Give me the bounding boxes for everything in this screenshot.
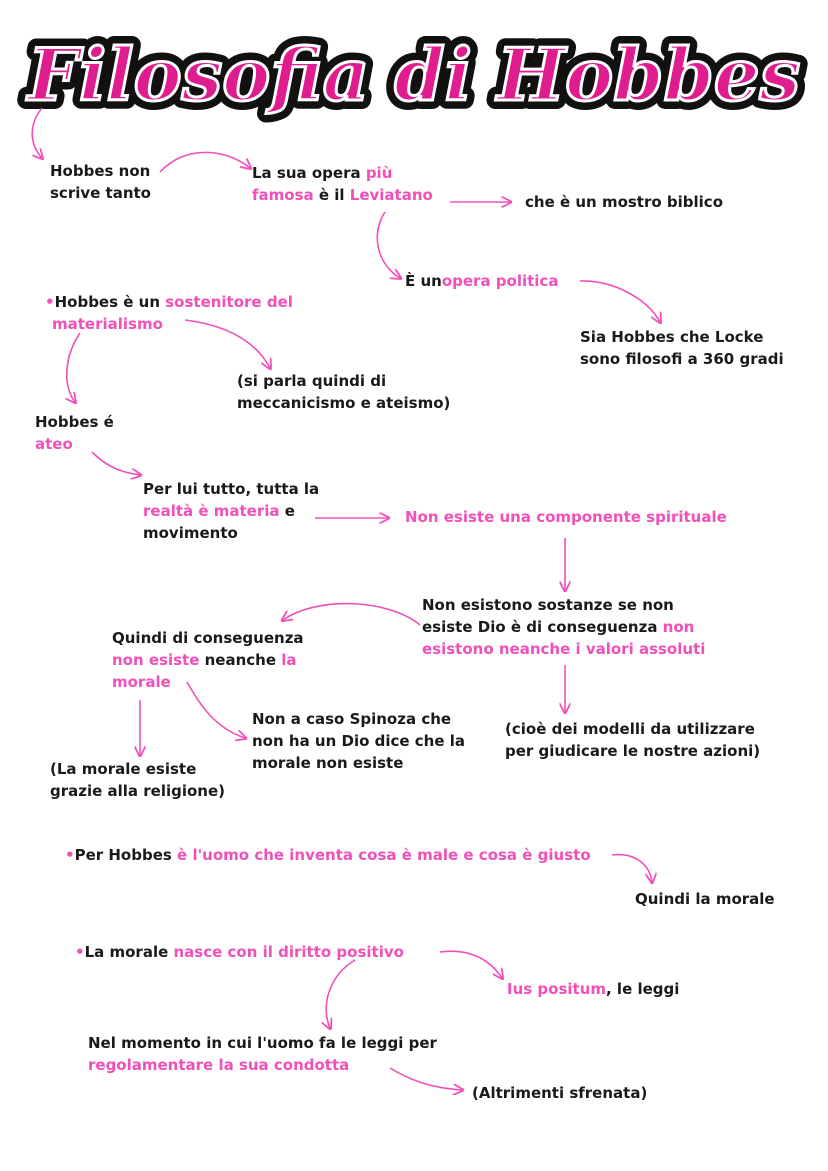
arrow-n6-to-n8: [67, 332, 81, 402]
note-quindi-morale: Quindi la morale: [635, 890, 775, 908]
arrow-n1-to-n2: [159, 151, 250, 173]
note-mostro-biblico: che è un mostro biblico: [525, 193, 723, 211]
note-regolamentare: Nel momento in cui l'uomo fa le leggi pe…: [88, 1034, 437, 1074]
note-sfrenata: (Altrimenti sfrenata): [472, 1084, 648, 1102]
bullet-icon: •: [75, 943, 85, 961]
note-valori-assoluti: Non esistono sostanze se non esiste Dio …: [422, 596, 706, 658]
note-opera-politica: È unopera politica: [405, 272, 559, 290]
note-modelli: (cioè dei modelli da utilizzare per giud…: [505, 720, 761, 760]
arrow-n4-to-n5: [579, 280, 660, 322]
arrow-n18-to-n19: [439, 950, 502, 978]
arrow-n16-to-n17: [611, 853, 652, 882]
bullet-icon: •: [45, 293, 55, 311]
note-non-esiste-morale: Quindi di conseguenza non esiste neanche…: [112, 629, 304, 691]
note-ateo: Hobbes é ateo: [35, 413, 114, 453]
note-meccanicismo: (si parla quindi di meccanicismo e ateis…: [237, 372, 451, 412]
title-text: Filosofia di Hobbes: [26, 32, 800, 117]
note-diritto-positivo: •La morale nasce con il diritto positivo: [75, 943, 404, 961]
note-ius-positum: Ius positum, le leggi: [507, 980, 680, 998]
arrow-n8-to-n9: [91, 451, 140, 475]
title-outline: Filosofia di Hobbes: [26, 32, 800, 117]
arrow-n2-to-n4: [376, 211, 400, 278]
arrow-n18-to-n20: [326, 959, 356, 1028]
note-spinoza: Non a caso Spinoza che non ha un Dio dic…: [252, 710, 466, 772]
note-materialismo: •Hobbes è un sostenitore del materialism…: [45, 293, 293, 333]
note-opera-famosa: La sua opera più famosa è il Leviatano: [252, 164, 433, 204]
note-religione: (La morale esiste grazie alla religione): [50, 760, 226, 800]
note-hobbes-locke: Sia Hobbes che Locke sono filosofi a 360…: [580, 328, 784, 368]
note-uomo-inventa: •Per Hobbes è l'uomo che inventa cosa è …: [65, 846, 591, 864]
note-realta-materia: Per lui tutto, tutta la realtà è materia…: [143, 480, 320, 542]
page-title: Filosofia di Hobbes Filosofia di Hobbes: [17, 23, 809, 126]
note-hobbes-non-scrive: Hobbes non scrive tanto: [50, 162, 151, 202]
arrow-n11-to-n12: [283, 602, 421, 626]
bullet-icon: •: [65, 846, 75, 864]
note-componente-spirituale: Non esiste una componente spirituale: [405, 508, 727, 526]
